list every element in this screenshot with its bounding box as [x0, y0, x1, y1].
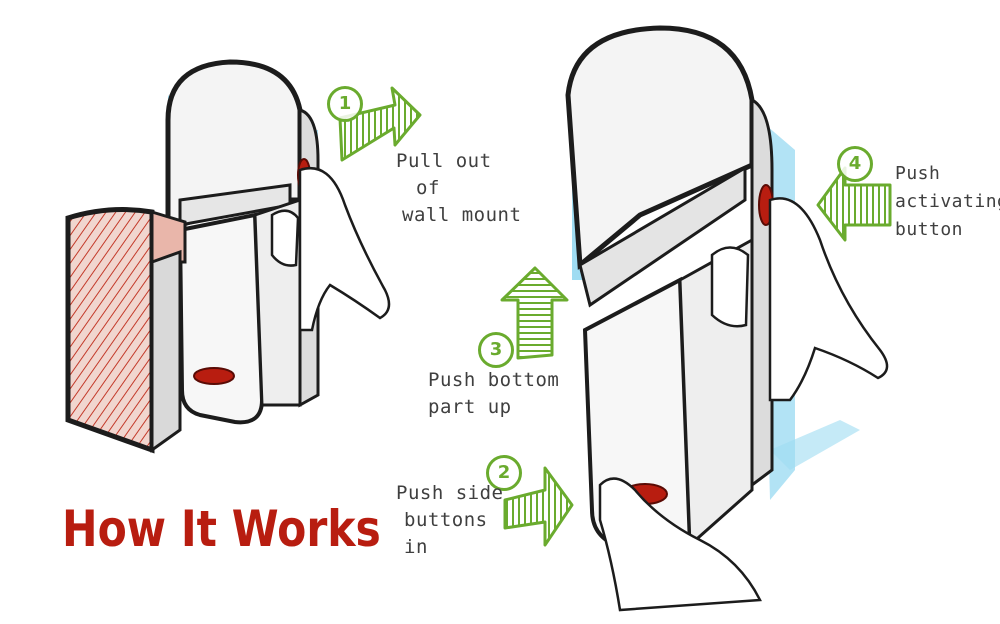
step-2-note: Push side buttons in	[396, 480, 503, 561]
step-2-line-1: Push side	[396, 480, 503, 507]
step-3-line-2: part up	[428, 394, 559, 421]
left-hand	[300, 168, 389, 330]
wall-mount	[68, 210, 152, 450]
step-4-line-3: button	[895, 216, 1000, 244]
step-3-note: Push bottom part up	[428, 367, 559, 421]
step-1-line-1: Pull out	[396, 148, 521, 175]
step-3-badge: 3	[478, 332, 514, 368]
left-bottom-red-button	[194, 368, 234, 384]
step-4-line-2: activating	[895, 188, 1000, 216]
left-device-bottom	[180, 215, 262, 422]
right-hand	[770, 198, 887, 400]
step-1-line-3: wall mount	[396, 202, 521, 229]
step-1-line-2: of	[396, 175, 521, 202]
step-4-badge: 4	[837, 146, 873, 182]
step-2-line-3: in	[396, 534, 503, 561]
device-detached	[568, 28, 887, 610]
step-1-note: Pull out of wall mount	[396, 148, 521, 229]
step-4-note: Push activating button	[895, 160, 1000, 244]
step-2-line-2: buttons	[396, 507, 503, 534]
step-4-line-1: Push	[895, 160, 1000, 188]
step-1-badge: 1	[327, 86, 363, 122]
page-title: How It Works	[62, 500, 381, 558]
step-3-line-1: Push bottom	[428, 367, 559, 394]
